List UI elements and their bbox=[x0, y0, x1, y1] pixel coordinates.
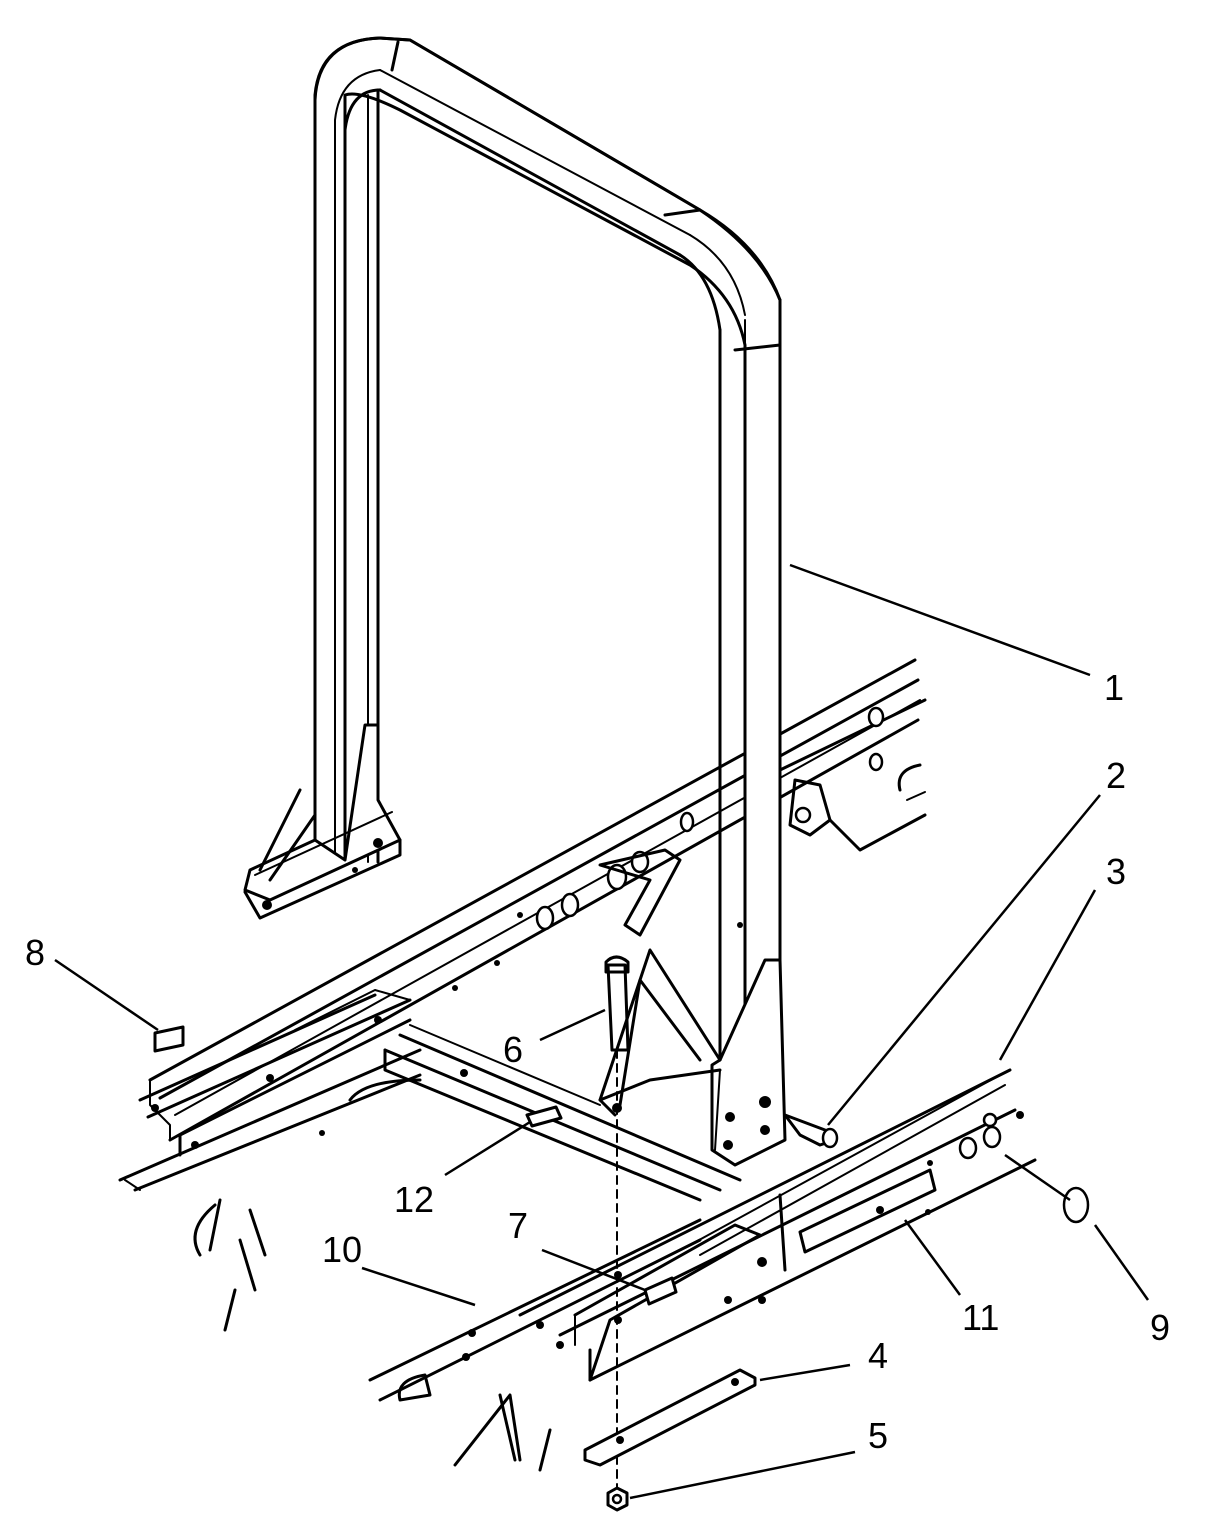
callout-3: 3 bbox=[1106, 851, 1126, 892]
callout-7: 7 bbox=[508, 1205, 528, 1246]
hardware bbox=[153, 955, 1090, 1512]
callout-5: 5 bbox=[868, 1415, 888, 1456]
roll-bar bbox=[243, 36, 787, 1167]
callout-10: 10 bbox=[322, 1229, 362, 1270]
callout-6: 6 bbox=[503, 1029, 523, 1070]
leader-lines bbox=[54, 563, 1150, 1500]
chassis-frame bbox=[118, 658, 1037, 1472]
callout-8: 8 bbox=[25, 932, 45, 973]
callout-12: 12 bbox=[394, 1179, 434, 1220]
callout-11: 11 bbox=[962, 1297, 999, 1338]
callout-4: 4 bbox=[868, 1335, 888, 1376]
callout-9: 9 bbox=[1150, 1307, 1170, 1348]
callout-labels: 1 2 3 4 5 6 7 8 9 10 11 12 bbox=[25, 667, 1170, 1456]
callout-2: 2 bbox=[1106, 755, 1126, 796]
callout-1: 1 bbox=[1104, 667, 1124, 708]
